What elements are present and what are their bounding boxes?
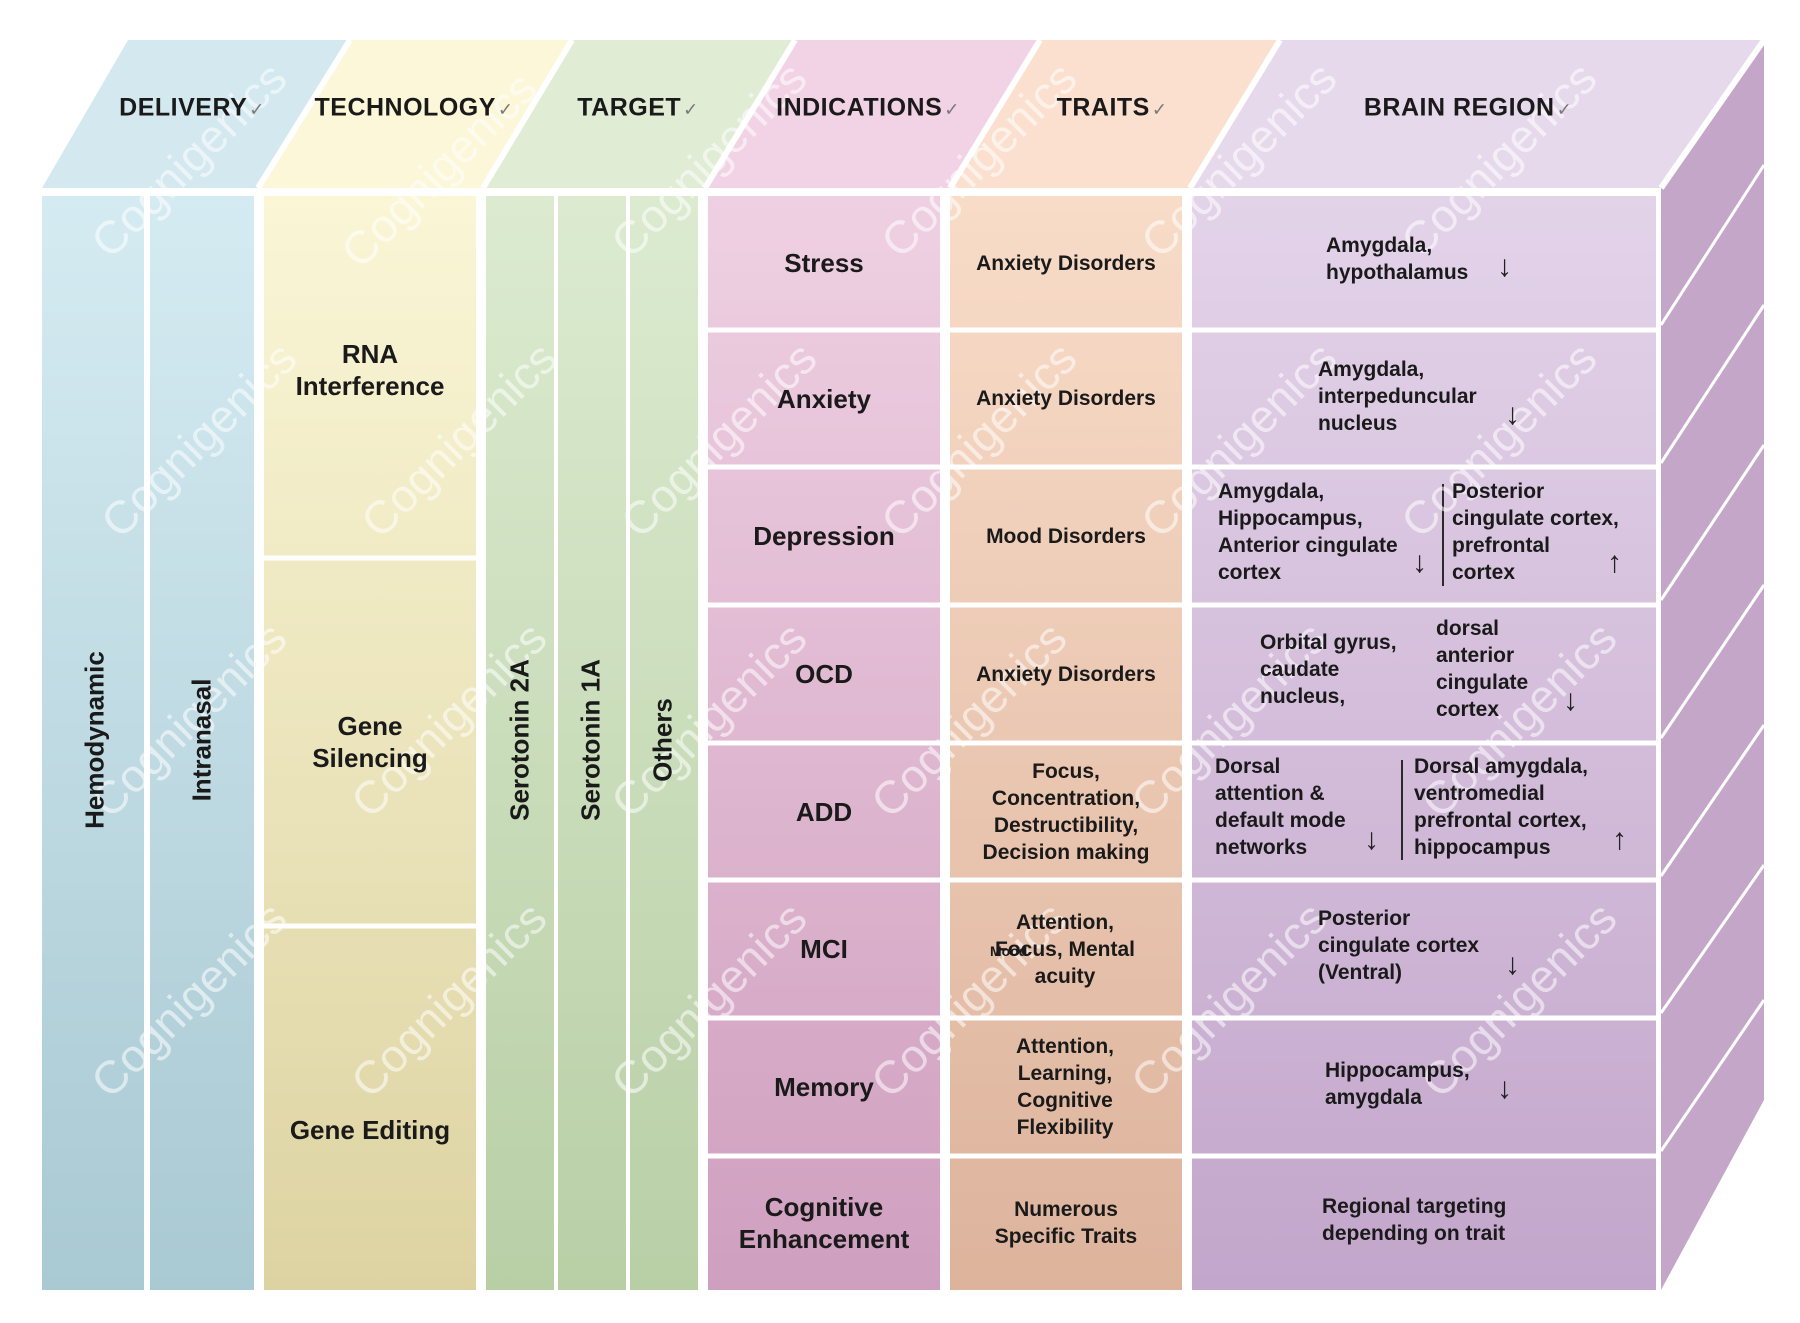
brain-text-line: cingulate cortex [1318,934,1480,957]
header-label: TARGET [577,93,682,122]
brain-text-line: attention & [1215,782,1325,805]
header-technology: TECHNOLOGY✓ [314,93,514,122]
brain-text-line: nucleus, [1260,685,1346,708]
brain-text-line: (Ventral) [1318,961,1403,984]
target-serotonin-1a: Serotonin 1A [575,659,606,821]
trait-mci-mood-label: Mood [990,943,1028,959]
brain-text-line: Hippocampus, [1325,1059,1470,1082]
trait-ocd: Anxiety Disorders [976,662,1156,686]
header-traits: TRAITS✓ [1056,93,1168,122]
brain-text-line: Regional targeting [1322,1195,1507,1218]
brain-text-line: prefrontal cortex, [1414,809,1587,832]
indication-stress: Stress [784,248,864,278]
brain-text-line: interpeduncular [1318,385,1477,408]
brain-text-line: Amygdala, [1318,358,1425,381]
brain-text-line: dorsal [1436,617,1500,640]
brain-text-line: Anterior cingulate [1218,534,1398,557]
brain-text-line: Dorsal amygdala, [1414,755,1588,778]
technology-rna-interference: RNA Interference [295,339,445,401]
header-indications: INDICATIONS✓ [776,93,960,122]
indication-depression: Depression [753,521,895,551]
brain-text-line: cortex [1218,561,1282,584]
brain-text-line: Hippocampus, [1218,507,1363,530]
brain-text-line: default mode [1215,809,1346,832]
down-arrow-icon: ↓ [1497,1072,1512,1105]
indication-mci: MCI [800,934,848,964]
indication-anxiety: Anxiety [777,383,871,414]
trait-add: Focus, Concentration, Destructibility, D… [982,759,1150,864]
brain-text-line: anterior [1436,644,1515,667]
delivery-intranasal: Intranasal [186,678,217,802]
brain-text-line: cingulate cortex, [1452,507,1619,530]
brain-text-line: prefrontal [1452,534,1551,557]
brain-text-line: cortex [1452,561,1516,584]
trait-cognitive-enhancement: Numerous Specific Traits [994,1198,1138,1248]
header-label: INDICATIONS [776,93,943,122]
down-arrow-icon: ↓ [1563,684,1578,717]
brain-text-line: networks [1215,836,1308,859]
header-delivery: DELIVERY✓ [119,93,265,122]
indication-ocd: OCD [795,659,853,689]
trait-depression: Mood Disorders [986,524,1146,548]
technology-gene-silencing: Gene Silencing [312,711,428,773]
brain-text-line: hippocampus [1414,836,1551,859]
up-arrow-icon: ↑ [1607,546,1622,579]
header-target: TARGET✓ [577,93,699,122]
header-label: TRAITS [1056,93,1150,122]
down-arrow-icon: ↓ [1364,823,1379,856]
indication-cognitive-enhancement: Cognitive Enhancement [738,1192,910,1254]
brain-text-line: Amygdala, [1218,480,1325,503]
brain-text-line: ventromedial [1414,782,1545,805]
brain-text-line: hypothalamus [1326,261,1469,284]
down-arrow-icon: ↓ [1412,546,1427,579]
header-label: BRAIN REGION [1363,93,1555,122]
technology-gene-editing: Gene Editing [289,1115,451,1145]
header-label: TECHNOLOGY [314,93,496,122]
brain-text-line: Orbital gyrus, [1260,631,1397,654]
down-arrow-icon: ↓ [1505,398,1520,431]
trait-mci: Attention, Focus, Mental acuity [994,910,1136,988]
brain-text-line: Amygdala, [1326,234,1433,257]
trait-anxiety: Anxiety Disorders [976,387,1156,410]
trait-stress: Anxiety Disorders [976,251,1156,275]
target-serotonin-2a: Serotonin 2A [504,659,535,821]
brain-text-line: amygdala [1325,1086,1422,1109]
brain-text-line: caudate [1260,658,1340,681]
brain-text-line: nucleus [1318,412,1398,435]
delivery-hemodynamic: Hemodynamic [79,651,110,829]
brain-text-line: Dorsal [1215,755,1281,778]
brain-text-line: cingulate [1436,671,1529,694]
brain-text-line: cortex [1436,698,1500,721]
brain-text-line: depending on trait [1322,1222,1506,1245]
indication-memory: Memory [774,1072,874,1102]
target-others: Others [647,698,678,782]
brain-text-line: Posterior [1452,480,1545,503]
down-arrow-icon: ↓ [1497,250,1512,283]
up-arrow-icon: ↑ [1612,823,1627,856]
header-brain-region: BRAIN REGION✓ [1363,93,1573,122]
down-arrow-icon: ↓ [1505,948,1520,981]
header-label: DELIVERY [119,93,248,122]
trait-memory: Attention, Learning, Cognitive Flexibili… [1016,1035,1114,1139]
indication-add: ADD [795,796,853,827]
brain-text-line: Posterior [1318,907,1411,930]
